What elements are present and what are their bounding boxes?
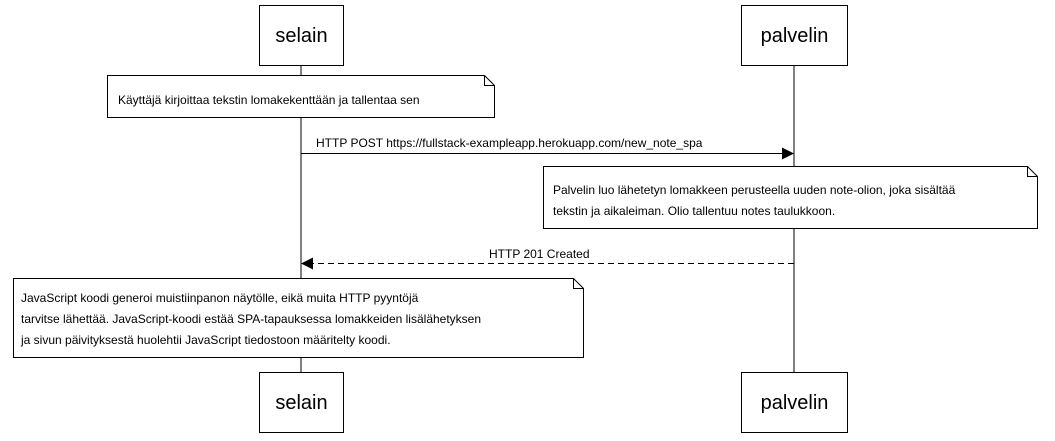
note-js-action-line-1: JavaScript koodi generoi muistiinpanon n…	[21, 291, 419, 305]
note-server-action-line-1: Palvelin luo lähetetyn lomakkeen peruste…	[553, 183, 956, 197]
note-server-action: Palvelin luo lähetetyn lomakkeen peruste…	[543, 166, 1038, 229]
server-actor-bottom: palvelin	[741, 372, 848, 433]
note-user-action-line-1: Käyttäjä kirjoittaa tekstin lomakekenttä…	[118, 93, 420, 107]
browser-actor-bottom: selain	[259, 372, 344, 433]
server-actor-bottom-label: palvelin	[761, 392, 829, 414]
note-server-action-line-2: tekstin ja aikaleiman. Olio tallentuu no…	[553, 204, 835, 218]
browser-actor-top-label: selain	[275, 25, 327, 47]
server-actor-top: palvelin	[741, 5, 848, 66]
browser-actor-top: selain	[259, 5, 344, 66]
created-response-label: HTTP 201 Created	[489, 247, 590, 261]
message-created-response: HTTP 201 Created	[301, 247, 794, 270]
server-actor-top-label: palvelin	[761, 25, 829, 47]
post-request-label: HTTP POST https://fullstack-exampleapp.h…	[316, 136, 703, 150]
note-js-action-line-3: ja sivun päivityksestä huolehtii JavaScr…	[20, 333, 391, 347]
note-js-action-line-2: tarvitse lähettää. JavaScript-koodi estä…	[21, 312, 481, 326]
message-post-request: HTTP POST https://fullstack-exampleapp.h…	[301, 136, 794, 160]
note-user-action: Käyttäjä kirjoittaa tekstin lomakekenttä…	[107, 75, 495, 118]
browser-actor-bottom-label: selain	[275, 392, 327, 414]
note-js-action: JavaScript koodi generoi muistiinpanon n…	[13, 278, 584, 358]
